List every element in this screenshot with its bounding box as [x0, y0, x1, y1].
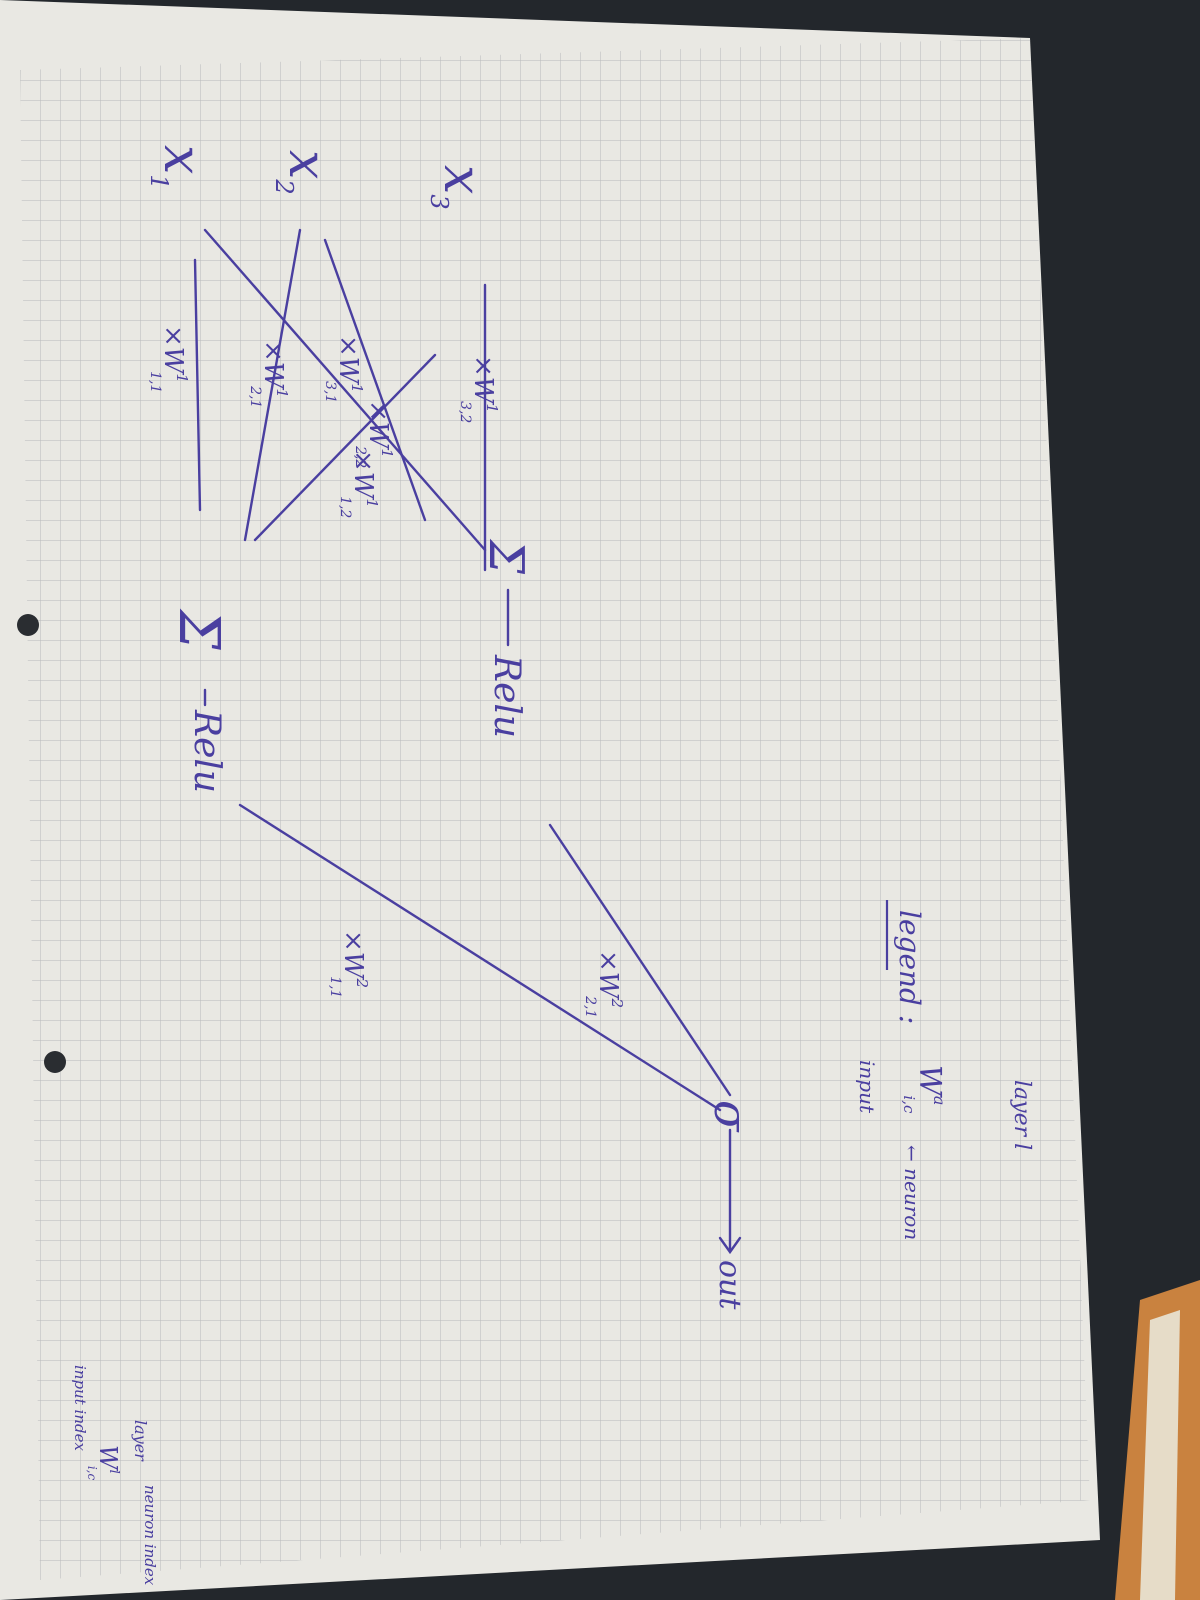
weight-3-2: ×W13,2 — [457, 355, 501, 423]
legend-title: legend : — [893, 910, 926, 1024]
edge-relu2-sigma — [548, 823, 732, 1097]
weight-l2-2-1: ×W22,1 — [582, 950, 626, 1018]
edge-x3-sum1 — [253, 353, 437, 542]
edge-x2-sum2 — [323, 238, 427, 522]
legend-symbol: Wai,c — [900, 1065, 949, 1114]
weight-1-2: ×W11,2 — [337, 450, 381, 518]
arrow-head — [718, 1236, 742, 1255]
legend-input-label: input — [855, 1060, 879, 1114]
input-x1: x1 — [145, 145, 212, 190]
punch-hole-top — [17, 614, 39, 636]
input-x2: x2 — [270, 150, 337, 195]
punch-hole-bottom — [44, 1051, 66, 1073]
edge-x1-sum1 — [193, 258, 202, 512]
corner-neuron-label: neuron index — [141, 1485, 159, 1586]
weight-l2-1-1: ×W21,1 — [327, 930, 371, 998]
relu-label-1: Relu — [186, 709, 227, 793]
corner-layer-label: layer — [131, 1420, 150, 1462]
corner-note: Wli,c layer neuron index input index — [71, 1365, 159, 1586]
neural-network-diagram: x1 x2 x3 ×W11,1 ×W11,2 ×W12,1 ×W12,2 ×W1… — [145, 145, 1034, 1310]
weight-2-2: ×W12,2 — [352, 400, 396, 468]
output-label: out — [712, 1260, 747, 1310]
legend-neuron-label: ← neuron — [900, 1145, 924, 1240]
relu-label-2: Relu — [486, 654, 527, 738]
legend-layer-label: layer l — [1009, 1080, 1034, 1150]
sum-node-1: Σ — [166, 608, 231, 650]
input-x3: x3 — [425, 165, 492, 210]
sum-node-2: Σ — [478, 538, 534, 575]
book-page-edge — [1140, 1310, 1180, 1600]
weight-3-1: ×W13,1 — [322, 335, 366, 403]
corner-symbol: Wli,c — [85, 1445, 122, 1480]
weight-2-1: ×W12,1 — [247, 340, 291, 408]
edge-x1-sum2 — [203, 228, 487, 552]
edge-x2-sum1 — [243, 228, 302, 542]
weight-1-1: ×W11,1 — [147, 325, 191, 393]
edge-relu1-sigma — [238, 803, 722, 1112]
corner-input-label: input index — [71, 1365, 89, 1451]
sigma-node: σ — [704, 1100, 758, 1133]
